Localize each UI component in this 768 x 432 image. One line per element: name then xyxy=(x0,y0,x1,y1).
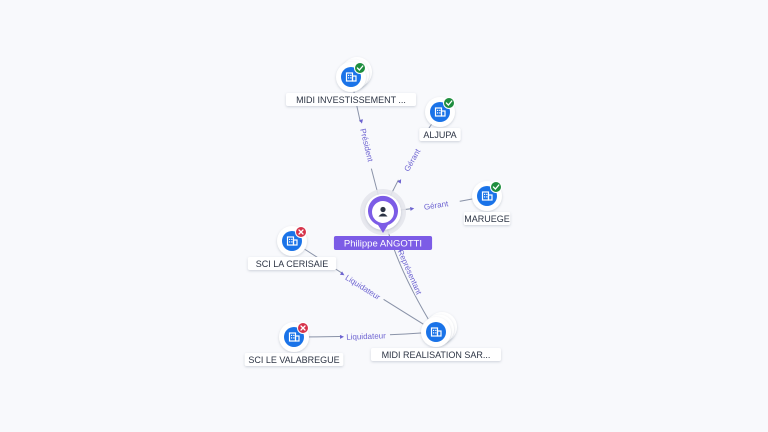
active-status-icon xyxy=(354,62,366,74)
edge-label: Représentant xyxy=(396,248,424,296)
edge-label: Liquidateur xyxy=(344,273,383,302)
nodes-layer: MIDI INVESTISSEMENT ... ALJUPA MARUEGE SCI … xyxy=(244,57,511,366)
person-node-center[interactable]: Philippe ANGOTTI xyxy=(333,189,433,250)
company-node-midi-inv[interactable]: MIDI INVESTISSEMENT ... xyxy=(285,57,417,106)
company-label: MIDI REALISATION SAR... xyxy=(382,350,491,360)
edge-label: Liquidateur xyxy=(346,331,386,341)
company-label: ALJUPA xyxy=(423,130,456,140)
person-icon xyxy=(378,206,388,217)
edge-arrow-icon xyxy=(397,179,402,184)
company-label: MIDI INVESTISSEMENT ... xyxy=(296,95,406,105)
company-label: MARUEGE xyxy=(464,214,510,224)
company-label: SCI LE VALABREGUE xyxy=(248,355,339,365)
edge-arrow-icon xyxy=(359,119,363,124)
active-status-icon xyxy=(490,181,502,193)
edge-label: Gérant xyxy=(402,147,422,173)
company-node-midi-real[interactable]: MIDI REALISATION SAR... xyxy=(370,312,502,361)
edge-label: Gérant xyxy=(423,199,449,212)
edge-arrow-icon xyxy=(339,271,345,276)
company-label: SCI LA CERISAIE xyxy=(256,259,329,269)
active-status-icon xyxy=(443,97,455,109)
company-icon xyxy=(426,322,446,342)
edge-arrow-icon xyxy=(409,206,415,211)
closed-status-icon xyxy=(295,226,307,238)
person-label: Philippe ANGOTTI xyxy=(344,239,422,250)
company-node-valabregue[interactable]: SCI LE VALABREGUE xyxy=(244,322,344,366)
company-node-cerisaie[interactable]: SCI LA CERISAIE xyxy=(247,226,337,270)
edge-arrow-icon xyxy=(339,334,345,339)
closed-status-icon xyxy=(297,322,309,334)
company-node-maruege[interactable]: MARUEGE xyxy=(463,181,511,225)
edge-e6: Liquidateur xyxy=(293,329,437,342)
company-node-aljupa[interactable]: ALJUPA xyxy=(419,97,461,141)
edge-e3: Gérant xyxy=(382,195,488,214)
